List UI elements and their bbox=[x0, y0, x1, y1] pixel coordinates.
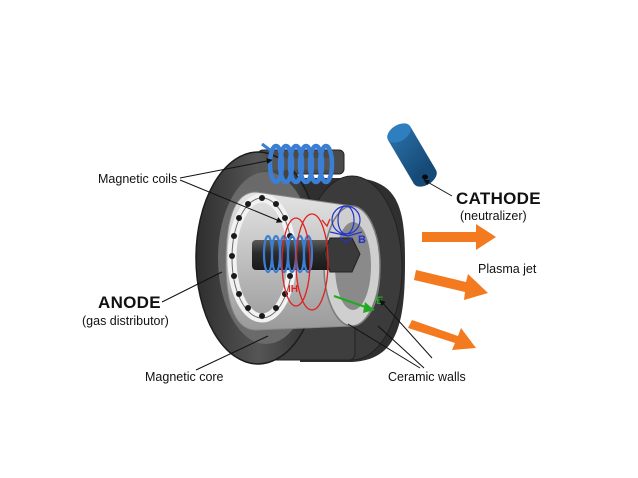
e-field-label: E bbox=[376, 295, 383, 307]
cathode-label: CATHODE bbox=[456, 189, 541, 208]
magnetic-coil-top bbox=[261, 142, 335, 185]
anode-label: ANODE bbox=[98, 293, 161, 312]
anode-sub-label: (gas distributor) bbox=[82, 314, 169, 328]
ceramic-walls-label: Ceramic walls bbox=[388, 370, 466, 384]
plasma-arrow-2 bbox=[414, 270, 488, 300]
plasma-jet-arrows bbox=[408, 224, 496, 350]
magnetic-core-label: Magnetic core bbox=[145, 370, 224, 384]
plasma-arrow-3 bbox=[408, 320, 476, 350]
hall-current-label: IH bbox=[288, 284, 298, 295]
plasma-jet-label: Plasma jet bbox=[478, 262, 537, 276]
hall-current-loops bbox=[281, 213, 331, 311]
b-field-label: B bbox=[358, 234, 366, 246]
e-field-arrow bbox=[333, 294, 375, 313]
cathode-cylinder bbox=[387, 123, 437, 187]
rod-nut bbox=[323, 237, 361, 273]
discharge-channel bbox=[225, 191, 381, 331]
b-field-lines bbox=[329, 205, 363, 243]
cathode-sub-label: (neutralizer) bbox=[460, 209, 527, 223]
leader-lines bbox=[161, 158, 453, 371]
magnetic-coils-label: Magnetic coils bbox=[98, 172, 178, 186]
anode-holes bbox=[229, 195, 295, 319]
plasma-arrow-1 bbox=[422, 224, 496, 250]
